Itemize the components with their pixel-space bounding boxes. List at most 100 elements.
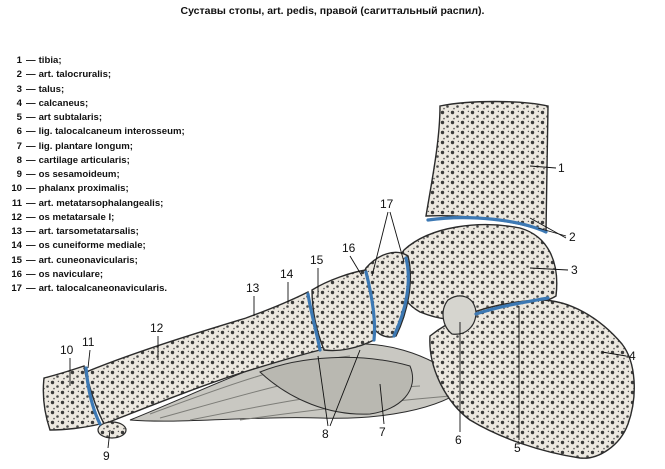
legend-item: 2 —art. talocruralis; (8, 68, 185, 82)
interosseous-ligament (442, 295, 477, 335)
legend-number: 7 (16, 140, 22, 152)
legend-dash: — (26, 183, 36, 195)
legend-number: 13 (11, 226, 22, 237)
legend-item: 5 —art subtalaris; (8, 111, 185, 125)
legend-item: 10 —phalanx proximalis; (8, 182, 185, 196)
legend-number: 9 (16, 169, 22, 180)
callout-label: 3 (571, 263, 578, 277)
legend-item: 17—art. talocalcaneonavicularis. (8, 282, 185, 296)
legend-dash: — (26, 240, 36, 252)
plantar-ligaments (129, 343, 469, 422)
leader-line (389, 211, 405, 263)
legend-dash: — (26, 112, 36, 123)
legend-dash: — (26, 154, 36, 166)
leader-line (329, 349, 361, 427)
legend-dash: — (26, 169, 36, 180)
legend-term: os sesamoideum; (38, 169, 120, 180)
legend-item: 14 —os cuneiforme mediale; (8, 239, 185, 253)
leader-line (87, 349, 91, 369)
callout-label: 16 (342, 241, 356, 255)
legend-dash: — (26, 226, 36, 237)
callout-label: 5 (514, 441, 521, 455)
callout-label: 9 (103, 449, 110, 463)
legend-term: os cuneiforme mediale; (38, 240, 146, 252)
legend-term: os naviculare; (38, 268, 104, 280)
callout-label: 17 (380, 197, 394, 211)
legend-item: 7—lig. plantare longum; (8, 140, 185, 154)
legend-term: lig. talocalcaneum interosseum; (38, 126, 185, 138)
legend-item: 13 —art. tarsometatarsalis; (8, 225, 185, 239)
tibia-bone (425, 100, 549, 234)
cuneiform-medial-bone (311, 269, 376, 352)
metatarsophalangeal-cartilage (84, 366, 102, 426)
leader-line (317, 355, 329, 427)
legend-dash: — (26, 69, 36, 81)
legend-term: art. metatarsophalangealis; (38, 197, 164, 209)
legend-term: os metatarsale I; (38, 211, 115, 223)
leader-lines (69, 165, 627, 449)
leader-line (529, 165, 557, 169)
legend-number: 10 (11, 183, 22, 195)
legend-item: 1—tibia; (8, 54, 185, 68)
legend-item: 16—os naviculare; (8, 268, 185, 282)
sesamoid-bone (97, 421, 127, 439)
tarsometatarsal-cartilage (306, 292, 322, 352)
leader-line (529, 267, 569, 271)
legend-number: 17 (11, 283, 22, 294)
legend-dash: — (26, 83, 36, 95)
legend-term: lig. plantare longum; (38, 140, 133, 152)
legend-term: art. tarsometatarsalis; (38, 226, 139, 237)
callout-label: 6 (455, 433, 462, 447)
callout-label: 8 (322, 427, 329, 441)
legend-number: 2 (16, 69, 22, 81)
legend-dash: — (26, 126, 36, 138)
legend-term: art. talocalcaneonavicularis. (38, 283, 168, 294)
legend-term: talus; (38, 83, 65, 95)
legend-dash: — (26, 97, 36, 109)
legend-item: 3 —talus; (8, 83, 185, 97)
callout-label: 4 (629, 349, 636, 363)
legend-item: 11 —art. metatarsophalangealis; (8, 197, 185, 211)
legend-item: 9 —os sesamoideum; (8, 168, 185, 182)
legend-number: 5 (16, 112, 22, 123)
callout-label: 7 (379, 425, 386, 439)
leader-line (371, 211, 389, 277)
leader-line (349, 255, 363, 277)
legend-item: 8—cartilage articularis; (8, 154, 185, 168)
callout-label: 13 (246, 281, 260, 295)
legend-term: calcaneus; (38, 97, 89, 109)
legend-term: phalanx proximalis; (38, 183, 129, 195)
articular-cartilage (84, 216, 550, 426)
legend-number: 3 (16, 83, 22, 95)
legend-number: 1 (16, 55, 22, 66)
legend-number: 14 (11, 240, 22, 252)
legend-number: 6 (16, 126, 22, 138)
cuneonavicular-cartilage (364, 270, 377, 342)
figure-title: Суставы стопы, art. pedis, правой (сагит… (180, 5, 485, 17)
leader-line (379, 383, 385, 425)
legend-item: 12—os metatarsale I; (8, 211, 185, 225)
leader-line (529, 217, 567, 239)
legend-number: 11 (11, 197, 22, 209)
talocalcaneonavicular-cartilage (392, 256, 410, 338)
callout-label: 1 (558, 161, 565, 175)
subtalar-joint-cartilage (474, 296, 550, 316)
callout-label: 12 (150, 321, 164, 335)
legend-list: 1—tibia; 2—art. talocruralis; 3—talus; 4… (8, 54, 185, 296)
callout-label: 15 (310, 253, 324, 267)
legend-number: 16 (11, 268, 22, 280)
legend-number: 12 (11, 211, 22, 223)
legend-term: art. talocruralis; (38, 69, 112, 81)
legend-dash: — (26, 197, 36, 209)
leader-line (107, 429, 111, 449)
callout-label: 11 (82, 335, 95, 349)
legend-term: art. cuneonavicularis; (38, 254, 138, 266)
legend-term: art subtalaris; (38, 112, 103, 123)
ankle-joint-cartilage (426, 216, 548, 234)
legend-number: 15 (11, 254, 22, 266)
legend-item: 15 —art. cuneonavicularis; (8, 254, 185, 268)
legend-dash: — (26, 254, 36, 266)
legend-term: cartilage articularis; (38, 154, 130, 166)
legend-number: 4 (16, 97, 22, 109)
